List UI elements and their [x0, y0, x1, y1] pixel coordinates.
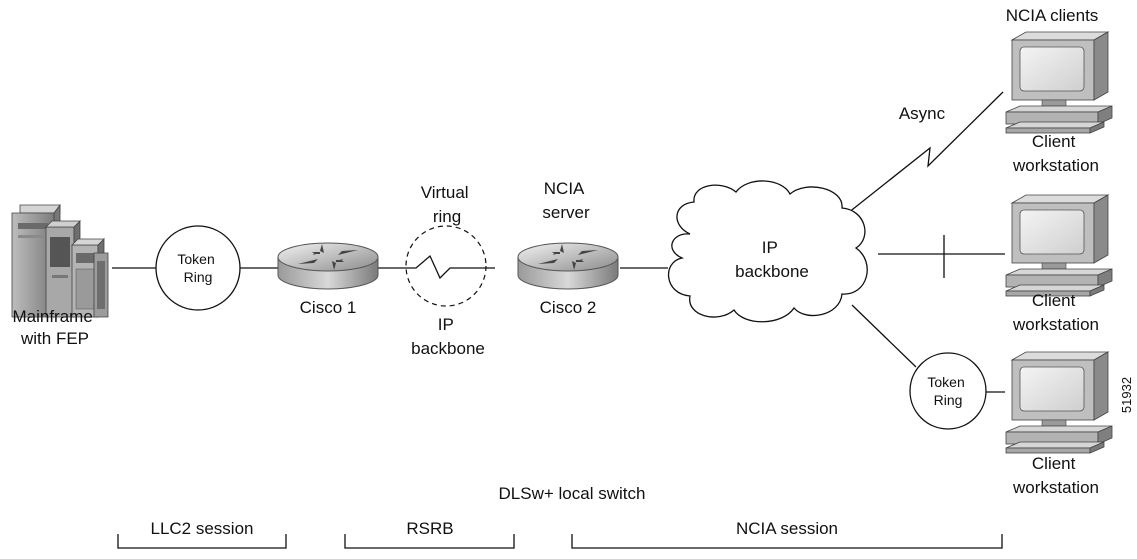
cloud-icon [667, 180, 868, 323]
client-top-label: Client workstation [1012, 132, 1099, 175]
dlsw-label: DLSw+ local switch [499, 484, 646, 503]
token-ring-left-label: Token Ring [177, 251, 218, 285]
workstation-icon-mid [1005, 194, 1113, 297]
mainframe-icon [11, 203, 109, 319]
ip-backbone-cloud-label: IP backbone [735, 238, 809, 281]
session-ncia-label: NCIA session [736, 519, 838, 538]
bracket-ncia [571, 534, 1003, 549]
token-ring-icon: Token Ring [155, 225, 241, 311]
virtual-ring-label: Virtual ring [421, 183, 474, 226]
ncia-server-label: NCIA server [542, 179, 590, 222]
session-rsrb-label: RSRB [406, 519, 453, 538]
mainframe-label: Mainframe with FEP [12, 307, 97, 348]
client-bottom-label: Client workstation [1012, 454, 1099, 497]
virtual-ring [405, 225, 487, 307]
router-icon-cisco2 [517, 242, 619, 290]
token-ring-icon: Token Ring [909, 352, 987, 430]
router-icon-cisco1 [277, 242, 379, 290]
client-mid-label: Client workstation [1012, 291, 1099, 334]
ncia-clients-label: NCIA clients [1006, 6, 1099, 25]
bracket-llc2 [117, 534, 287, 549]
ip-backbone-small-label: IP backbone [411, 315, 485, 358]
async-label: Async [899, 104, 946, 123]
cisco2-label: Cisco 2 [540, 298, 597, 317]
workstation-icon-bottom [1005, 351, 1113, 454]
token-ring-right-label: Token Ring [927, 374, 968, 408]
link-cloud-tokenring [851, 304, 917, 368]
workstation-icon-top [1005, 31, 1113, 134]
session-llc2-label: LLC2 session [150, 519, 253, 538]
link-cisco1-cisco2 [378, 254, 495, 280]
cisco1-label: Cisco 1 [300, 298, 357, 317]
link-async [847, 91, 1004, 214]
bracket-rsrb [344, 534, 515, 549]
figure-id: 51932 [1119, 377, 1134, 413]
